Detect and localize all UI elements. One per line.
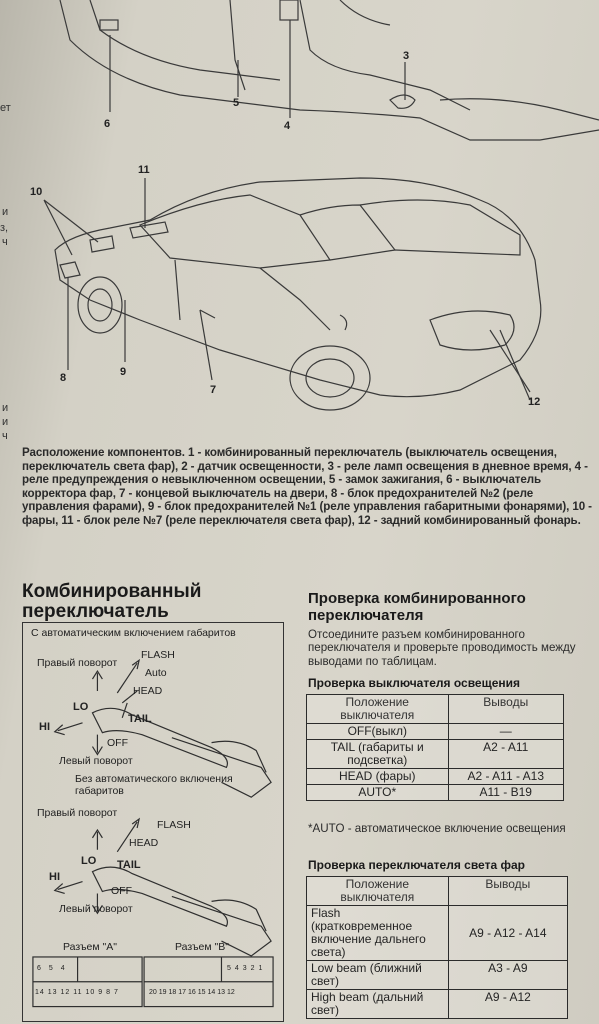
off-label-2: OFF bbox=[111, 885, 132, 897]
table-cell: — bbox=[447, 723, 564, 740]
table-cell: A2 - A11 - A13 bbox=[447, 768, 564, 785]
left-section-heading: Комбинированный переключатель bbox=[22, 581, 202, 622]
table-header-cell: Положение выключателя bbox=[306, 694, 449, 724]
callout-6: 6 bbox=[104, 118, 111, 130]
off-label-1: OFF bbox=[107, 737, 128, 749]
head-label-2: HEAD bbox=[129, 837, 159, 849]
edge-fragment: и bbox=[2, 416, 9, 428]
figure-caption: Расположение компонентов. 1 - комбиниров… bbox=[22, 446, 592, 527]
right-turn-label-1: Правый поворот bbox=[37, 657, 118, 669]
table2-title: Проверка переключателя света фар bbox=[308, 858, 525, 872]
head-label-1: HEAD bbox=[133, 685, 163, 697]
tail-label-2: TAIL bbox=[117, 859, 141, 871]
edge-fragment: ет bbox=[0, 102, 11, 114]
connector-b-pins-bottom: 20 19 18 17 16 15 14 13 12 bbox=[149, 989, 235, 996]
table-header-row: Положение выключателя Выводы bbox=[306, 876, 569, 906]
flash-label-2: FLASH bbox=[157, 819, 191, 831]
table-cell: A11 - B19 bbox=[447, 784, 564, 801]
switch-drawing bbox=[32, 658, 274, 1008]
table1-title: Проверка выключателя освещения bbox=[308, 676, 521, 690]
table-row: AUTO* A11 - B19 bbox=[306, 784, 564, 801]
auto-footnote: *AUTO - автоматическое включение освещен… bbox=[308, 822, 566, 835]
callout-10: 10 bbox=[30, 186, 43, 198]
table-cell: A9 - A12 - A14 bbox=[447, 905, 569, 961]
combination-switch-figure: С автоматическим включением габаритов Пр… bbox=[22, 622, 284, 1022]
table-cell: OFF(выкл) bbox=[306, 723, 449, 740]
table-cell: Flash (кратковременное включение дальнег… bbox=[306, 905, 449, 961]
left-turn-label-2: Левый поворот bbox=[59, 903, 133, 915]
callout-12: 12 bbox=[528, 396, 541, 408]
table-row: TAIL (габариты и подсветка) A2 - A11 bbox=[306, 739, 564, 769]
right-turn-label-2: Правый поворот bbox=[37, 807, 118, 819]
table-cell: High beam (дальний свет) bbox=[306, 989, 449, 1019]
connector-a-label: Разъем "A" bbox=[63, 941, 117, 953]
section2-title: Без автоматического включения габаритов bbox=[75, 773, 233, 797]
edge-fragment: з, bbox=[0, 222, 9, 234]
table-cell: A3 - A9 bbox=[447, 960, 569, 990]
flash-label-1: FLASH bbox=[141, 649, 175, 661]
intro-paragraph: Отсоедините разъем комбинированного пере… bbox=[308, 628, 576, 668]
table-cell: Low beam (ближний свет) bbox=[306, 960, 449, 990]
hi-label-1: HI bbox=[39, 721, 50, 733]
light-switch-table: Положение выключателя Выводы OFF(выкл) —… bbox=[306, 694, 564, 801]
edge-fragment: ч bbox=[2, 236, 8, 248]
callout-4: 4 bbox=[284, 120, 291, 132]
connector-a-pins-bottom: 14 13 12 11 10 9 8 7 bbox=[35, 989, 119, 996]
table-cell: A9 - A12 bbox=[447, 989, 569, 1019]
callout-9: 9 bbox=[120, 366, 127, 378]
table-row: Flash (кратковременное включение дальнег… bbox=[306, 905, 569, 961]
connector-b-pins-top: 5 4 3 2 1 bbox=[227, 965, 264, 972]
table-cell: A2 - A11 bbox=[447, 739, 564, 769]
callout-3: 3 bbox=[403, 50, 410, 62]
callout-11: 11 bbox=[138, 164, 150, 176]
car-drawing bbox=[43, 0, 599, 411]
lo-label-2: LO bbox=[81, 855, 97, 867]
edge-fragment: ч bbox=[2, 430, 8, 442]
tail-label-1: TAIL bbox=[128, 713, 152, 725]
callout-7: 7 bbox=[210, 384, 217, 396]
section1-title: С автоматическим включением габаритов bbox=[31, 627, 236, 639]
table-header-row: Положение выключателя Выводы bbox=[306, 694, 564, 724]
table-header-cell: Положение выключателя bbox=[306, 876, 449, 906]
connector-b-label: Разъем "B" bbox=[175, 941, 229, 953]
table-header-cell: Выводы bbox=[447, 876, 569, 906]
table-header-cell: Выводы bbox=[447, 694, 564, 724]
left-turn-label-1: Левый поворот bbox=[59, 755, 133, 767]
right-section-heading: Проверка комбинированного переключателя bbox=[308, 590, 526, 624]
lo-label-1: LO bbox=[73, 701, 89, 713]
table-cell: AUTO* bbox=[306, 784, 449, 801]
connector-a-pins-top: 6 5 4 bbox=[37, 965, 68, 972]
headlight-switch-table: Положение выключателя Выводы Flash (крат… bbox=[306, 876, 569, 1019]
edge-fragment: и bbox=[2, 402, 9, 414]
table-row: HEAD (фары) A2 - A11 - A13 bbox=[306, 768, 564, 785]
auto-label: Auto bbox=[145, 667, 167, 679]
hi-label-2: HI bbox=[49, 871, 60, 883]
callout-8: 8 bbox=[60, 372, 67, 384]
component-location-figure: 6 5 4 3 10 11 8 9 7 12 bbox=[0, 0, 599, 440]
table-cell: TAIL (габариты и подсветка) bbox=[306, 739, 449, 769]
edge-fragment: и bbox=[2, 206, 9, 218]
table-cell: HEAD (фары) bbox=[306, 768, 449, 785]
callout-5: 5 bbox=[233, 97, 240, 109]
table-row: Low beam (ближний свет) A3 - A9 bbox=[306, 960, 569, 990]
table-row: OFF(выкл) — bbox=[306, 723, 564, 740]
table-row: High beam (дальний свет) A9 - A12 bbox=[306, 989, 569, 1019]
